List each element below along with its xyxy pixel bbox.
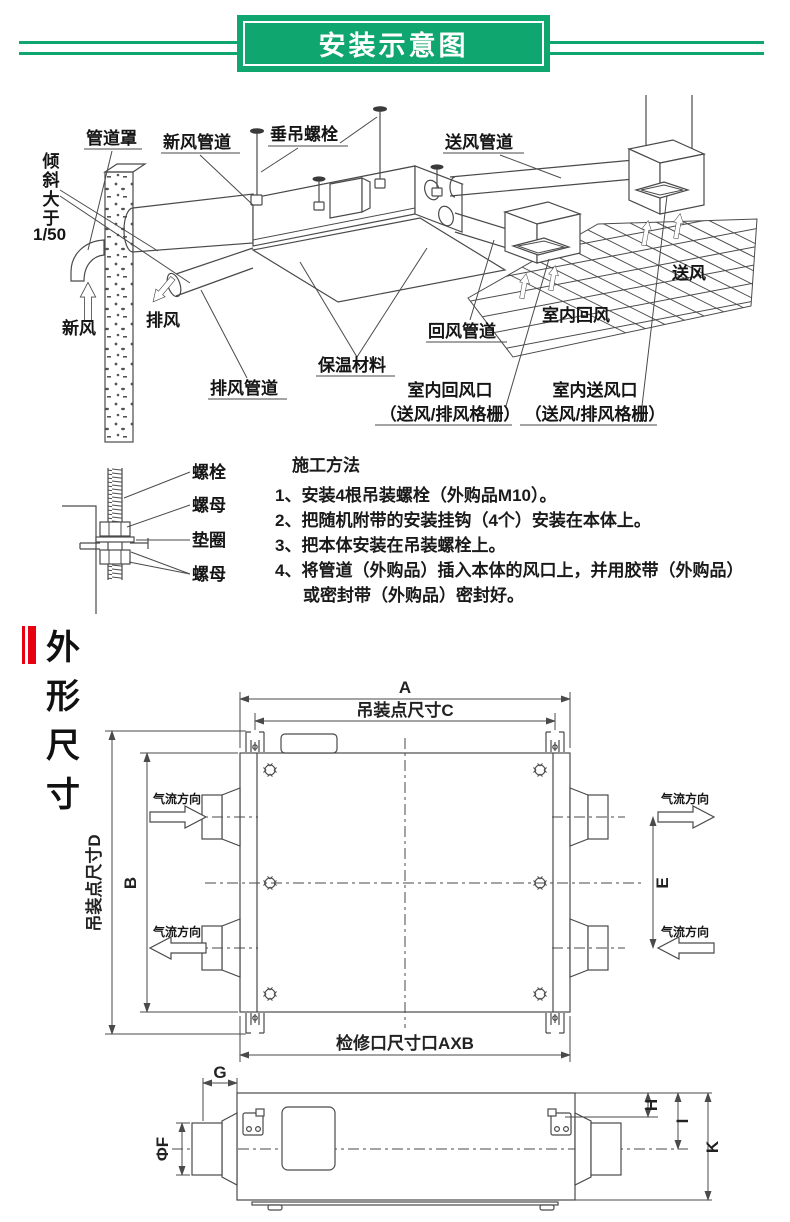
dim-e: E [649,816,672,949]
hanging-bolts [250,106,444,211]
svg-text:B: B [121,877,140,889]
return-grille-box [502,201,583,264]
red-accent-bar-thin [22,626,25,664]
airflow-arrow-in-right-icon [657,936,715,960]
airflow-arrow-in-left-icon [149,805,207,829]
dim-k: K [575,1092,722,1201]
dim-d: 吊装点尺寸D [84,730,246,1035]
base-rail-feet [251,1201,559,1211]
label-exhaust-duct: 排风管道 [210,378,278,398]
label-return-duct: 回风管道 [428,321,496,341]
svg-text:A: A [399,678,411,697]
method-step-2: 2、把随机附带的安装挂钩（4个）安装在本体上。 [275,511,651,530]
duct-cover [70,239,105,282]
banner: 安装示意图 [237,15,550,72]
method-title: 施工方法 [292,456,360,475]
side-view: G ΦF H I K [153,1063,722,1211]
svg-text:吊装点尺寸C: 吊装点尺寸C [356,700,453,720]
label-bolt: 螺栓 [192,462,226,482]
supply-duct-pipe [449,159,635,198]
control-box-top [280,733,338,754]
svg-text:H: H [642,1099,661,1111]
side-duct-left [191,1112,238,1186]
dim-axb: 检修口尺寸口AXB [239,1016,571,1062]
leader-lines [59,116,668,426]
washer-part [95,536,135,543]
dim-b: B [121,752,238,1013]
return-grille-arrow-icon [516,272,532,300]
label-hang-bolt: 垂吊螺栓 [270,124,338,144]
label-supply-outlet: 室内送风口 [553,380,638,400]
label-nut-upper: 螺母 [192,496,226,515]
duct-connectors [190,787,625,978]
label-slope-ratio: 1/50 [33,225,66,244]
dim-a: A [239,678,571,748]
banner-rule-left [19,41,237,55]
side-duct-right [574,1112,622,1186]
wall-column [103,163,147,443]
label-indoor-return: 室内回风 [542,305,610,325]
side-hook-right [547,1108,572,1136]
label-supply-outlet-sub: （送风/排风格栅） [525,404,666,424]
airflow-arrow-out-right-icon [657,805,715,829]
svg-text:吊装点尺寸D: 吊装点尺寸D [84,834,104,931]
label-nut-lower: 螺母 [192,565,226,584]
svg-text:I: I [673,1119,692,1124]
airflow-label-bl: 气流方向 [152,924,201,939]
method-step-3: 3、把本体安装在吊装螺栓上。 [275,536,506,555]
bolt-detail-leaders [123,471,191,575]
side-control-box [281,1106,336,1171]
svg-text:检修口尺寸口AXB: 检修口尺寸口AXB [336,1033,474,1053]
airflow-label-tl: 气流方向 [152,791,201,806]
fresh-air-duct [123,193,254,253]
label-insulation: 保温材料 [317,355,386,375]
lower-nut [99,549,131,565]
airflow-label-tr: 气流方向 [660,791,709,806]
side-hook-left [242,1108,265,1136]
mount-plate [79,538,149,550]
svg-text:E: E [653,877,672,888]
page-title: 安装示意图 [318,31,469,61]
airflow-arrow-out-left-icon [149,936,207,960]
wall-corner [62,505,97,614]
label-supply-duct: 送风管道 [445,132,513,152]
label-supply-air: 送风 [672,263,706,283]
label-fresh-duct: 新风管道 [163,132,231,152]
supply-grille-box [627,95,706,215]
svg-text:K: K [703,1140,722,1153]
label-return-outlet: 室内回风口 [408,380,493,400]
label-washer: 垫圈 [192,530,226,550]
svg-text:G: G [213,1063,226,1082]
bolt-detail-diagram: 螺栓 螺母 垫圈 螺母 [62,462,226,614]
method-step-1: 1、安装4根吊装螺栓（外购品M10）。 [275,486,557,505]
insulation-panel [251,217,507,303]
method-step-4: 4、将管道（外购品）插入本体的风口上，并用胶带（外购品） [275,561,744,580]
label-duct-cover: 管道罩 [86,128,137,148]
label-exhaust-air: 排风 [146,310,180,330]
method-step-4-cont: 或密封带（外购品）密封好。 [303,586,524,605]
dim-g: G [202,1063,238,1121]
exhaust-duct [166,247,254,298]
dimensions-title: 外形尺寸 [46,629,82,814]
fresh-air-arrow-icon [79,281,97,323]
red-accent-bar-thick [28,626,36,664]
svg-text:ΦF: ΦF [153,1137,172,1161]
banner-inner-border: 安装示意图 [243,21,544,66]
upper-nut [99,521,131,537]
dim-f: ΦF [153,1122,190,1176]
label-fresh-air: 新风 [62,318,96,338]
label-return-outlet-sub: （送风/排风格栅） [380,404,521,424]
dim-c: 吊装点尺寸C [254,700,556,730]
construction-method: 施工方法 1、安装4根吊装螺栓（外购品M10）。 2、把随机附带的安装挂钩（4个… [275,455,780,608]
label-slope: 倾斜大于 [40,151,61,228]
dim-h: H [565,1092,712,1118]
dim-i: I [673,1092,692,1150]
top-view: 气流方向 气流方向 气流方向 气流方向 A 吊装点尺寸C B [84,678,715,1062]
banner-rule-right [550,41,764,55]
installation-diagram: 管道罩 新风管道 垂吊螺栓 送风管道 倾斜大于 1/50 新风 排风 排风管道 … [33,95,758,443]
airflow-label-br: 气流方向 [660,924,709,939]
